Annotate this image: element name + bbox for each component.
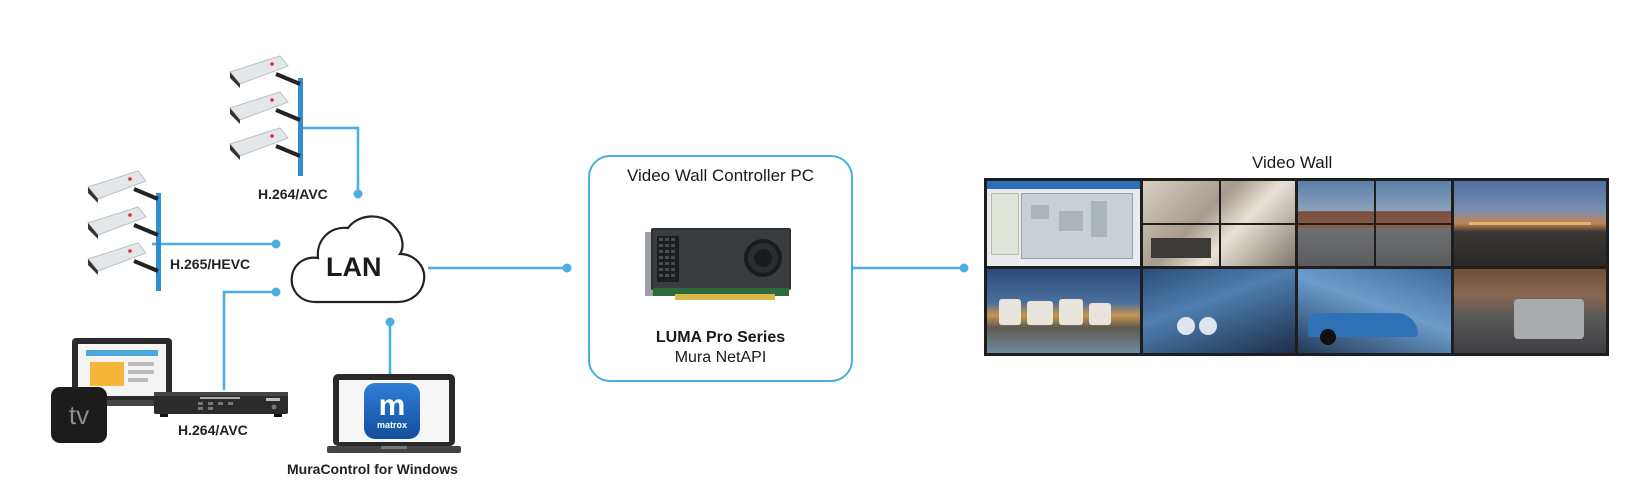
cloud-icon (290, 215, 426, 304)
matrox-brand: matrox (376, 420, 407, 430)
encoder-label: H.264/AVC (178, 422, 248, 438)
tile-car-right (1298, 268, 1451, 353)
encoder-appliance-icon (154, 392, 288, 417)
video-wall (984, 178, 1609, 356)
laptop-icon (68, 338, 176, 406)
camera-left-label: H.265/HEVC (170, 256, 251, 272)
connector-encoder (222, 290, 276, 390)
security-camera-icon (229, 55, 303, 176)
product-sub: Mura NetAPI (674, 349, 767, 366)
lan-label: LAN (326, 252, 382, 282)
tile-control-software (987, 181, 1140, 266)
muracontrol-label: MuraControl for Windows (287, 461, 458, 477)
video-wall-title: Video Wall (1252, 153, 1333, 172)
matrox-app-icon: m matrox (364, 383, 420, 439)
tile-oil-refinery (987, 268, 1140, 353)
tv-logo-text: tv (68, 399, 90, 430)
controller-title: Video Wall Controller PC (626, 166, 815, 185)
tile-building-exterior (1298, 181, 1451, 266)
apple-tv-icon: tv (51, 387, 107, 443)
tile-rail-yard-top (1453, 181, 1606, 266)
graphics-card-icon (645, 228, 791, 300)
controller-pc-box (588, 155, 853, 382)
connector-top-cameras (300, 126, 360, 194)
tile-interior-security (1142, 181, 1295, 266)
matrox-letter: m (378, 389, 406, 422)
camera-top-label: H.264/AVC (258, 186, 328, 202)
product-name: LUMA Pro Series (655, 329, 786, 346)
tile-rail-yard-bottom (1453, 268, 1606, 353)
security-camera-icon (87, 170, 161, 291)
tile-car-left (1142, 268, 1295, 353)
